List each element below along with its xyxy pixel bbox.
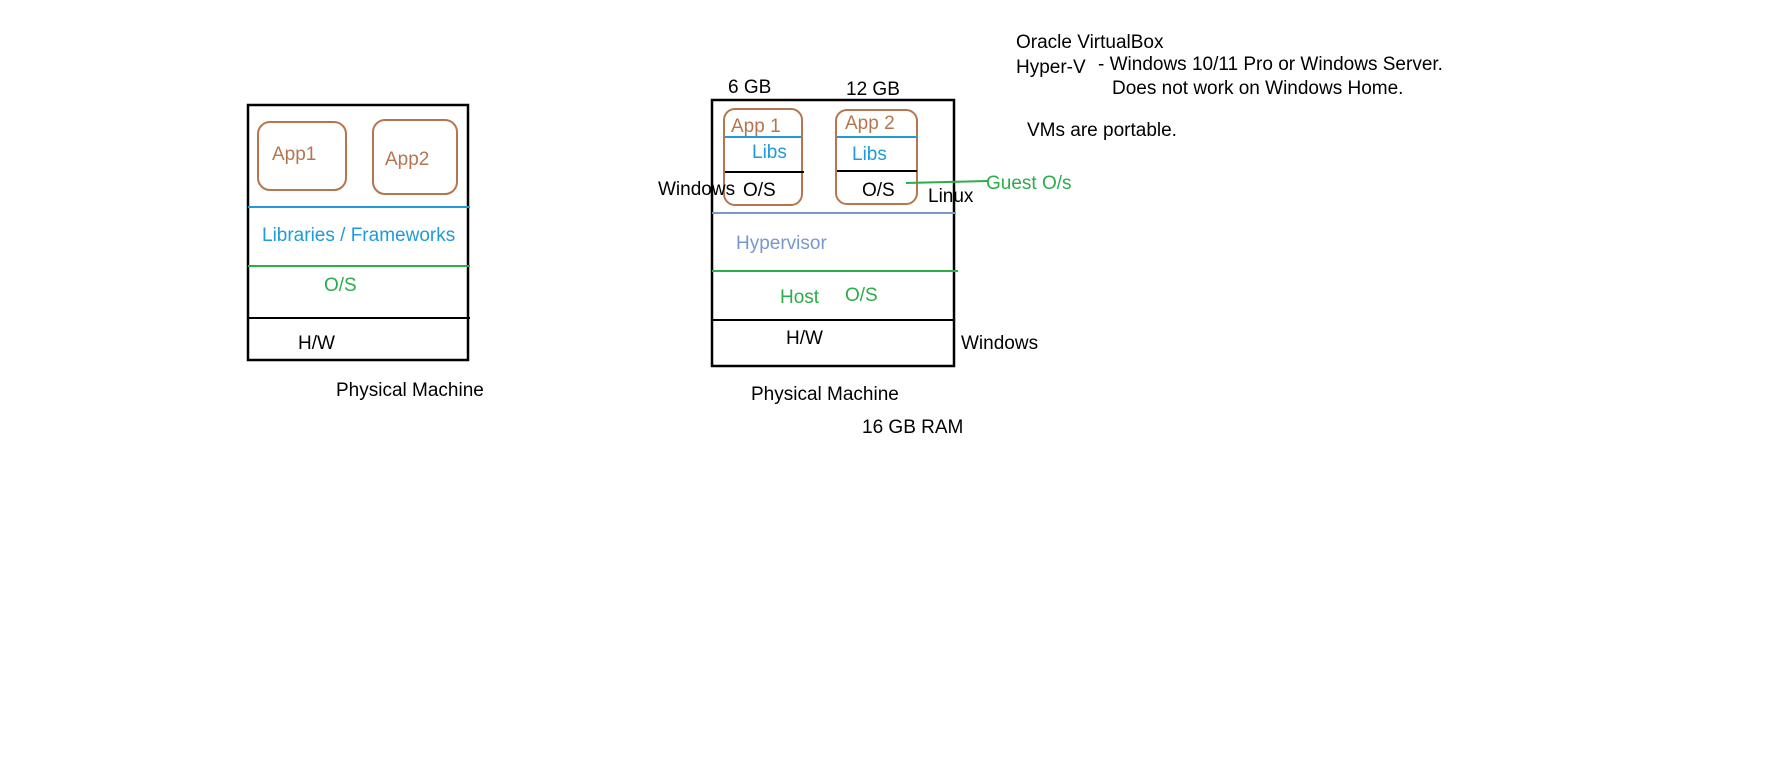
vm2-guest-os-name: Linux <box>928 186 974 207</box>
guest-os-pointer-line <box>905 180 989 184</box>
hypervisor-label: Hypervisor <box>736 233 827 254</box>
note-virtualbox: Oracle VirtualBox <box>1016 32 1164 53</box>
right-machine-box <box>710 98 956 368</box>
hypervisor-notes: Oracle VirtualBox Hyper-V - Windows 10/1… <box>1016 32 1443 141</box>
left-physical-machine-diagram: App1 App2 Libraries / Frameworks O/S H/W… <box>246 103 484 401</box>
ram-label: 16 GB RAM <box>862 417 963 438</box>
left-app1-box <box>257 121 347 191</box>
vm1-app-label: App 1 <box>731 116 781 137</box>
vm1-memory-label: 6 GB <box>728 77 771 98</box>
vm2-box <box>835 109 918 205</box>
host-os-label: O/S <box>845 285 878 306</box>
vm1-os-label: O/S <box>743 180 776 201</box>
right-hw-label: H/W <box>786 328 823 349</box>
left-machine-box <box>246 103 470 362</box>
left-app2-box <box>372 119 458 195</box>
left-hw-label: H/W <box>298 333 335 354</box>
host-label: Host <box>780 287 820 308</box>
note-hyperv-requirement: - Windows 10/11 Pro or Windows Server. <box>1098 54 1443 75</box>
vm1-box <box>723 108 803 206</box>
right-machine-caption: Physical Machine <box>751 384 899 405</box>
right-virtualized-machine-diagram: 6 GB 12 GB App 1 Libs O/S Windows App 2 … <box>658 77 1072 438</box>
left-app1-label: App1 <box>272 144 316 165</box>
host-os-name: Windows <box>961 333 1038 354</box>
vm1-libs-label: Libs <box>752 142 787 163</box>
note-hyperv-limitation: Does not work on Windows Home. <box>1112 78 1403 99</box>
note-hyperv: Hyper-V <box>1016 57 1086 78</box>
vm2-libs-label: Libs <box>852 144 887 165</box>
left-os-label: O/S <box>324 275 357 296</box>
left-machine-caption: Physical Machine <box>336 380 484 401</box>
note-vms-portable: VMs are portable. <box>1027 120 1177 141</box>
guest-os-label: Guest O/s <box>986 173 1072 194</box>
vm1-guest-os-name: Windows <box>658 179 735 200</box>
left-libraries-label: Libraries / Frameworks <box>262 225 455 246</box>
vm2-os-label: O/S <box>862 180 895 201</box>
vm2-app-label: App 2 <box>845 113 895 134</box>
vm2-memory-label: 12 GB <box>846 79 900 100</box>
left-app2-label: App2 <box>385 149 429 170</box>
